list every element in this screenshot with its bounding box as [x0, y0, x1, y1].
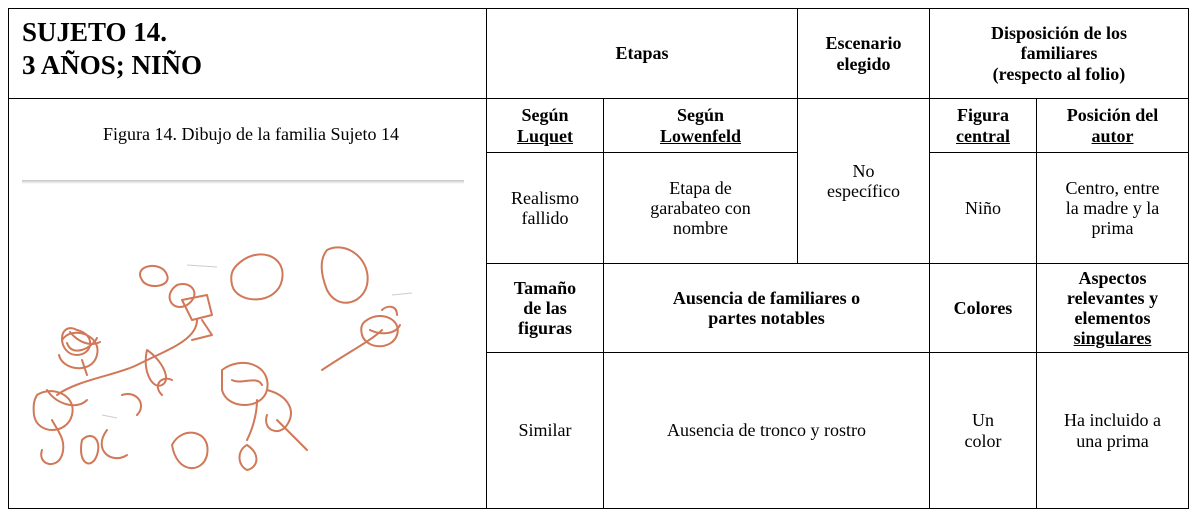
- divider-row1-right: [929, 152, 1189, 153]
- figure-caption: Figura 14. Dibujo de la familia Sujeto 1…: [103, 124, 399, 144]
- value-colores: Un color: [964, 410, 1002, 451]
- subject-line-2: 3 AÑOS; NIÑO: [22, 49, 203, 80]
- subheader-lowenfeld: Según Lowenfeld: [660, 105, 741, 146]
- header-escenario: Escenario elegido: [825, 33, 902, 74]
- table-border-right: [1188, 8, 1189, 509]
- divider-row1-short: [486, 152, 798, 153]
- table-border-bottom: [8, 508, 1189, 509]
- table-border-left: [8, 8, 9, 509]
- value-aspectos: Ha incluido a una prima: [1064, 410, 1161, 451]
- subheader-figura-central: Figura central: [956, 105, 1010, 146]
- header-etapas: Etapas: [615, 43, 669, 64]
- value-lowenfeld: Etapa de garabateo con nombre: [650, 177, 751, 239]
- header-disposicion: Disposición de los familiares (respecto …: [990, 23, 1128, 84]
- value-tamano: Similar: [518, 420, 572, 441]
- subject-title: SUJETO 14. 3 AÑOS; NIÑO: [22, 16, 202, 82]
- divider-header-row: [8, 98, 1189, 99]
- value-posicion-autor: Centro, entre la madre y la prima: [1065, 177, 1160, 239]
- divider-etapas-escenario: [797, 8, 798, 263]
- subject-line-1: SUJETO 14.: [22, 17, 168, 47]
- value-ausencia: Ausencia de tronco y rostro: [667, 420, 866, 441]
- value-luquet: Realismo fallido: [511, 187, 579, 228]
- divider-tamano-ausencia: [603, 263, 604, 509]
- header-colores: Colores: [953, 297, 1013, 318]
- drawing-strokes: [32, 246, 401, 471]
- value-figura-central: Niño: [965, 197, 1001, 218]
- divider-row3: [486, 352, 1189, 353]
- divider-escenario-disposicion: [929, 8, 930, 509]
- divider-row2: [486, 263, 1189, 264]
- divider-luquet-lowenfeld: [603, 98, 604, 263]
- header-ausencia: Ausencia de familiares o partes notables: [672, 287, 861, 328]
- subheader-posicion-autor: Posición del autor: [1066, 105, 1159, 146]
- divider-figura-posicion: [1036, 98, 1037, 509]
- value-escenario: No específico: [827, 160, 900, 201]
- header-aspectos: Aspectos relevantes y elementos singular…: [1066, 267, 1159, 349]
- family-drawing-image: [22, 180, 464, 471]
- table-border-top: [8, 8, 1189, 9]
- header-tamano: Tamaño de las figuras: [513, 277, 577, 339]
- divider-left-column: [486, 8, 487, 509]
- subheader-luquet: Según Luquet: [516, 105, 574, 146]
